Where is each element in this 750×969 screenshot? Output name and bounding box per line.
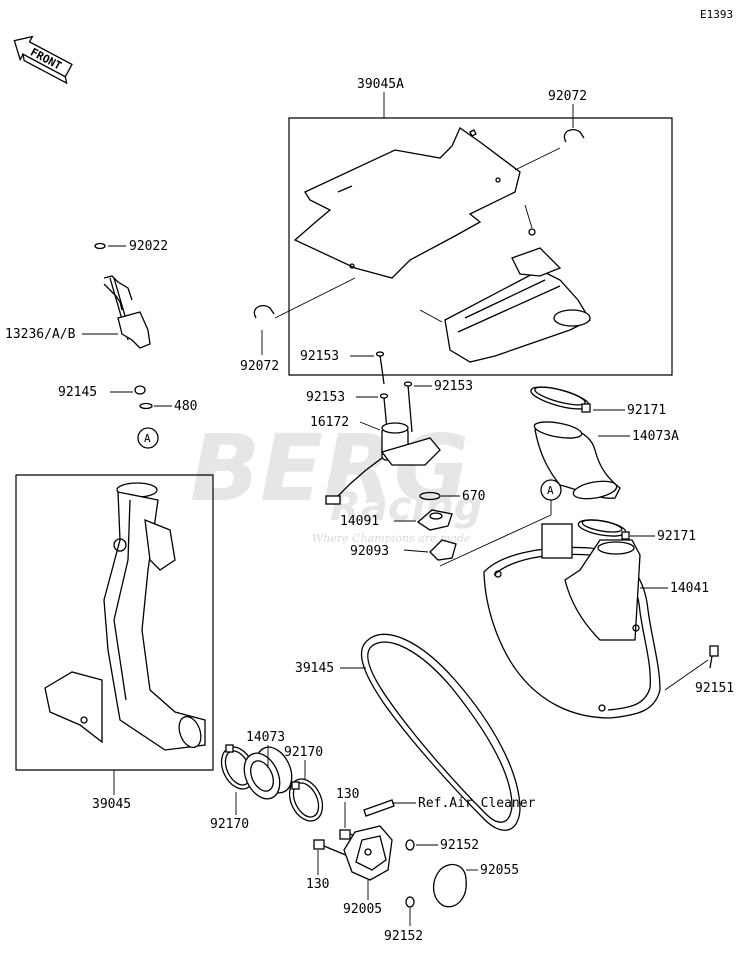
part-label-92153-b: 92153 (306, 390, 345, 405)
gasket-92093 (429, 539, 457, 561)
clip-92072-top (563, 128, 585, 143)
part-label-92170-b: 92170 (284, 745, 323, 760)
part-label-130-a: 130 (336, 787, 359, 802)
boot-14073 (243, 746, 293, 800)
diagram-code: E1393 (700, 8, 733, 21)
part-label-92171-top: 92171 (627, 403, 666, 418)
clip-92072-left (253, 304, 275, 319)
clamp-92170-b (288, 778, 324, 822)
heat-shield-plate (293, 127, 521, 279)
watermark-tagline: Where Champions are made (312, 532, 471, 545)
ref-air-cleaner-label: Ref.Air Cleaner (418, 796, 536, 811)
leader-92072-top (514, 147, 561, 171)
part-label-16172: 16172 (310, 415, 349, 430)
front-arrow-icon: FRONT (13, 35, 73, 85)
ring-480 (139, 402, 153, 410)
part-label-92152-b: 92152 (384, 929, 423, 944)
part-label-92072-left: 92072 (240, 359, 279, 374)
bolt-130-b (313, 839, 349, 857)
clamp-92171-top (530, 386, 591, 413)
callout-a-top (137, 427, 159, 449)
part-label-39145: 39145 (295, 661, 334, 676)
part-label-92145: 92145 (58, 385, 97, 400)
part-label-92055: 92055 (480, 863, 519, 878)
part-label-92072-top: 92072 (548, 89, 587, 104)
spring-92145 (134, 385, 146, 395)
part-label-92153-c: 92153 (434, 379, 473, 394)
intake-duct-39045 (44, 482, 206, 751)
ref-air-cleaner-rod (363, 799, 395, 817)
plug-92152-b (405, 896, 415, 908)
cable-assembly-13236 (94, 242, 151, 349)
part-label-14073A: 14073A (632, 429, 679, 444)
belt-39145 (360, 633, 521, 831)
part-label-14041: 14041 (670, 581, 709, 596)
part-label-92171-right: 92171 (657, 529, 696, 544)
part-label-92093: 92093 (350, 544, 389, 559)
watermark-sub: Racing (330, 484, 482, 530)
actuator-16172 (325, 422, 441, 505)
cover-14041 (483, 523, 661, 719)
part-label-92153-a: 92153 (300, 349, 339, 364)
part-label-92170-a: 92170 (210, 817, 249, 832)
part-label-92005: 92005 (343, 902, 382, 917)
part-label-13236: 13236/A/B (5, 327, 76, 342)
cap-14091 (416, 509, 453, 531)
o-ring-670 (419, 491, 441, 501)
housing-92005 (343, 825, 393, 881)
part-label-39045: 39045 (92, 797, 131, 812)
part-label-92152-a: 92152 (440, 838, 479, 853)
callout-a-top-label: A (144, 432, 151, 445)
plug-92152-a (405, 839, 415, 851)
part-label-14073: 14073 (246, 730, 285, 745)
intake-duct-upper (444, 247, 591, 363)
group-box-39045 (15, 474, 214, 771)
part-label-39045A: 39045A (357, 77, 404, 92)
part-label-92151: 92151 (695, 681, 734, 696)
duct-14073A (533, 421, 621, 500)
bolt-92151 (709, 645, 719, 669)
part-label-130-b: 130 (306, 877, 329, 892)
clamp-92171-right (577, 519, 630, 540)
part-label-92022: 92022 (129, 239, 168, 254)
callout-a-right-label: A (547, 484, 554, 497)
group-box-39045A (288, 117, 673, 376)
part-label-670: 670 (462, 489, 485, 504)
gasket-92055 (433, 863, 467, 908)
part-label-480: 480 (174, 399, 197, 414)
part-label-14091: 14091 (340, 514, 379, 529)
